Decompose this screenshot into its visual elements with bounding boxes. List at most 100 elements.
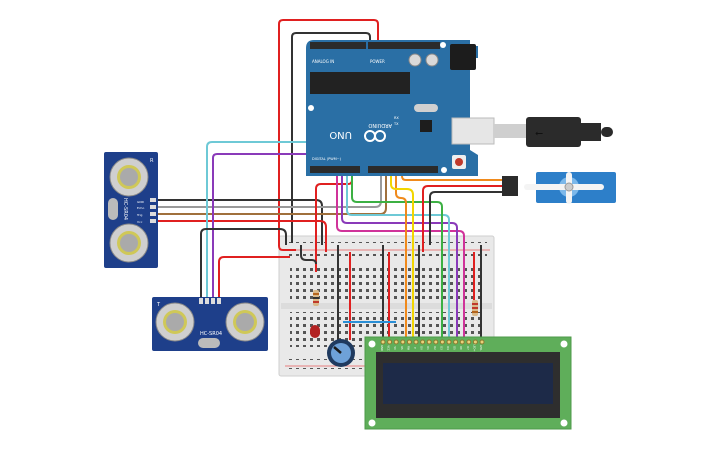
usb-port (451, 117, 495, 145)
sensor-bottom-label: HC-SR04 (200, 331, 222, 337)
wire-yellow-lcd-rs[interactable] (390, 168, 414, 340)
lcd-pin-label: LED+ (472, 345, 476, 352)
potentiometer-knob-indicator[interactable] (333, 346, 342, 354)
sensor-bottom-mark-t: T (156, 302, 161, 308)
lcd-pin-label: LED- (479, 345, 483, 351)
wire-red-servo-vcc[interactable] (422, 185, 505, 252)
lcd-pin-d0[interactable] (420, 339, 426, 345)
wire-black-servo-gnd[interactable] (429, 191, 505, 245)
servo-shaft (564, 182, 574, 192)
pin-label-trig: Trig (136, 213, 142, 217)
lcd-pin-label: RW (406, 346, 410, 351)
wire-orange-servo-signal[interactable] (401, 168, 505, 181)
lcd-pin-d6[interactable] (459, 339, 465, 345)
pin-gnd[interactable] (150, 198, 156, 202)
digital-header-low[interactable] (310, 166, 360, 173)
pin-label-vcc: Vcc (137, 220, 143, 224)
mounting-hole (368, 340, 376, 348)
digital-header-high[interactable] (368, 166, 438, 173)
sensor-left-label: HC-SR04 (122, 198, 128, 220)
usb-cable[interactable]: ⭠ (451, 117, 613, 147)
ultrasonic-sensor-bottom[interactable]: HC-SR04 T (152, 297, 268, 351)
usb-icon: ⭠ (535, 128, 543, 139)
wire-black-gnd[interactable] (291, 32, 371, 243)
atmega-chip (310, 72, 410, 94)
lcd-pin-label: V0 (393, 346, 397, 350)
power-rail-top-negative[interactable] (287, 242, 487, 246)
capacitor-2 (425, 53, 439, 67)
uno-logo: UNO (329, 129, 352, 140)
lcd-pin-vcc[interactable] (387, 339, 393, 345)
lcd-pin-d2[interactable] (433, 339, 439, 345)
lcd-pin-label: D4 (446, 346, 450, 350)
lcd-pin-d5[interactable] (453, 339, 459, 345)
lcd-pin-e[interactable] (413, 339, 419, 345)
lcd-pin-label: D6 (459, 346, 463, 350)
transducer-r-mesh (236, 313, 254, 331)
lcd-pin-label: GND (380, 345, 384, 351)
lcd-pin-label: VCC (387, 345, 391, 350)
reset-button-cap[interactable] (455, 158, 463, 166)
power-header[interactable] (368, 42, 440, 49)
pin-trig[interactable] (150, 212, 156, 216)
wire-black-sensor2-gnd[interactable] (200, 228, 287, 298)
lcd-pin-gnd[interactable] (380, 339, 386, 345)
lcd-pin-label: D5 (453, 346, 457, 350)
wire-red-5v[interactable] (278, 19, 379, 251)
lcd-pin-d3[interactable] (439, 339, 445, 345)
servo-horn[interactable] (524, 184, 604, 190)
lcd-pin-label: D3 (439, 346, 443, 350)
potentiometer[interactable] (327, 339, 355, 367)
wire-green-lcd-d4[interactable] (351, 172, 443, 340)
lcd-pin-label: D2 (433, 346, 437, 350)
pin-vcc[interactable] (217, 298, 221, 304)
lcd-pin-d4[interactable] (446, 339, 452, 345)
lcd-pin-rw[interactable] (406, 339, 412, 345)
transducer-t-mesh (120, 234, 138, 252)
micro-servo[interactable] (502, 172, 616, 204)
servo-connector (502, 176, 518, 196)
lcd-pin-label: E (413, 347, 417, 349)
pin-gnd[interactable] (199, 298, 203, 304)
transducer-t-mesh (166, 313, 184, 331)
lcd-pin-v0[interactable] (393, 339, 399, 345)
pin-label-gnd: GND (137, 200, 145, 204)
wire-purple-lcd-d6[interactable] (341, 168, 458, 340)
wire-orange-lcd-e[interactable] (395, 168, 407, 340)
pin-trig[interactable] (211, 298, 215, 304)
mounting-hole (560, 419, 568, 427)
wires (158, 19, 505, 340)
power-jack[interactable] (450, 44, 476, 70)
ultrasonic-sensor-left[interactable]: HC-SR04 R GND Echo Trig Vcc (104, 152, 158, 268)
wire-black-led-gnd[interactable] (300, 245, 317, 265)
lcd-pin-led[interactable] (472, 339, 478, 345)
red-led[interactable] (310, 325, 320, 338)
pin-echo[interactable] (205, 298, 209, 304)
arduino-uno[interactable]: ANALOG IN POWER UNO ARDUINO RX TX DIGITA… (306, 40, 478, 176)
analog-header[interactable] (310, 42, 366, 49)
lcd-pin-d7[interactable] (466, 339, 472, 345)
crystal-oscillator (198, 338, 220, 348)
lcd-pin-led[interactable] (479, 339, 485, 345)
power-rail-top-positive[interactable] (287, 252, 487, 256)
sensor-left-mark-r: R (150, 158, 154, 164)
resistor-lcd[interactable] (472, 300, 478, 316)
lcd-pin-label: D1 (426, 346, 430, 350)
wire-red-sensor1-vcc[interactable] (158, 220, 327, 252)
center-channel (281, 303, 492, 309)
lcd-pin-d1[interactable] (426, 339, 432, 345)
lcd-pin-rs[interactable] (400, 339, 406, 345)
resistor-led[interactable] (313, 290, 319, 306)
crystal-oscillator (108, 198, 118, 220)
transducer-r-mesh (120, 168, 138, 186)
pin-vcc[interactable] (150, 219, 156, 223)
lcd-pin-label: RS (400, 346, 404, 350)
wire-red-sensor2-vcc[interactable] (218, 256, 290, 298)
usb-plug-body (526, 117, 581, 147)
wire-magenta-lcd-d7[interactable] (336, 168, 465, 340)
pin-echo[interactable] (150, 205, 156, 209)
wire-cyan-lcd-d5[interactable] (346, 168, 450, 340)
